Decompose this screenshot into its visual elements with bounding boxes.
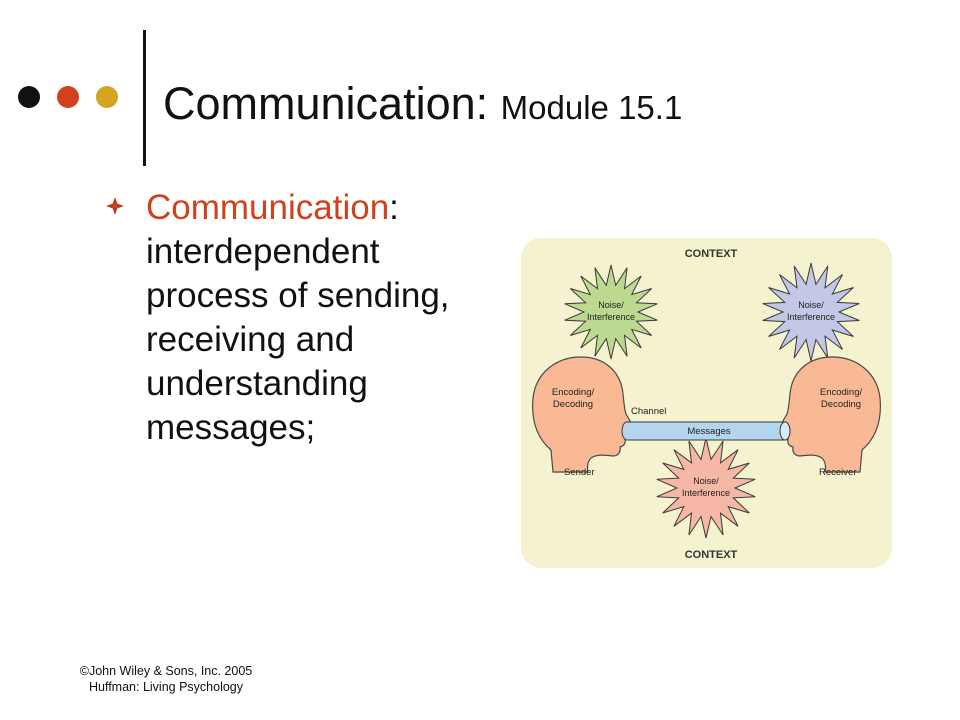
receiver-process-line2: Decoding bbox=[821, 399, 861, 410]
black-dot bbox=[18, 86, 40, 108]
title-text: Communication bbox=[163, 78, 476, 129]
title-colon: : bbox=[475, 78, 489, 129]
bullet-colon: : bbox=[389, 188, 399, 227]
diamond-bullet-icon bbox=[106, 197, 124, 215]
context-bottom-label: CONTEXT bbox=[685, 549, 738, 561]
context-top-label: CONTEXT bbox=[685, 248, 738, 260]
noise-bottom-line2: Interference bbox=[682, 488, 730, 498]
noise-left-line1: Noise/ bbox=[598, 300, 624, 310]
communication-diagram: CONTEXT CONTEXT Noise/ Interference Nois… bbox=[521, 238, 892, 568]
decorative-dots bbox=[18, 86, 118, 108]
module-number: Module 15.1 bbox=[500, 89, 683, 126]
noise-left-line2: Interference bbox=[587, 312, 635, 322]
noise-burst-bottom bbox=[656, 437, 756, 539]
noise-bottom-line1: Noise/ bbox=[693, 476, 719, 486]
title-divider bbox=[143, 30, 146, 166]
gold-dot bbox=[96, 86, 118, 108]
receiver-label: Receiver bbox=[819, 467, 857, 478]
channel-label: Channel bbox=[631, 406, 666, 417]
footer-line-1: ©John Wiley & Sons, Inc. 2005 bbox=[79, 664, 253, 678]
bullet-definition: interdependent process of sending, recei… bbox=[146, 232, 450, 447]
noise-right-line2: Interference bbox=[787, 312, 835, 322]
messages-label: Messages bbox=[687, 426, 731, 437]
channel-tube bbox=[621, 421, 791, 441]
bullet-text: Communication: interdependent process of… bbox=[146, 186, 506, 450]
bullet-term: Communication bbox=[146, 188, 390, 227]
sender-process-line1: Encoding/ bbox=[552, 387, 595, 398]
sender-label: Sender bbox=[564, 467, 595, 478]
noise-burst-left bbox=[564, 264, 658, 360]
communication-model-figure: CONTEXT CONTEXT Noise/ Interference Nois… bbox=[521, 238, 892, 568]
footer-copyright: ©John Wiley & Sons, Inc. 2005 Huffman: L… bbox=[66, 663, 266, 695]
sender-process-line2: Decoding bbox=[553, 399, 593, 410]
footer-line-2: Huffman: Living Psychology bbox=[88, 680, 244, 694]
receiver-process-line1: Encoding/ bbox=[820, 387, 863, 398]
noise-right-line1: Noise/ bbox=[798, 300, 824, 310]
page-title: Communication: Module 15.1 bbox=[163, 78, 682, 134]
red-dot bbox=[57, 86, 79, 108]
